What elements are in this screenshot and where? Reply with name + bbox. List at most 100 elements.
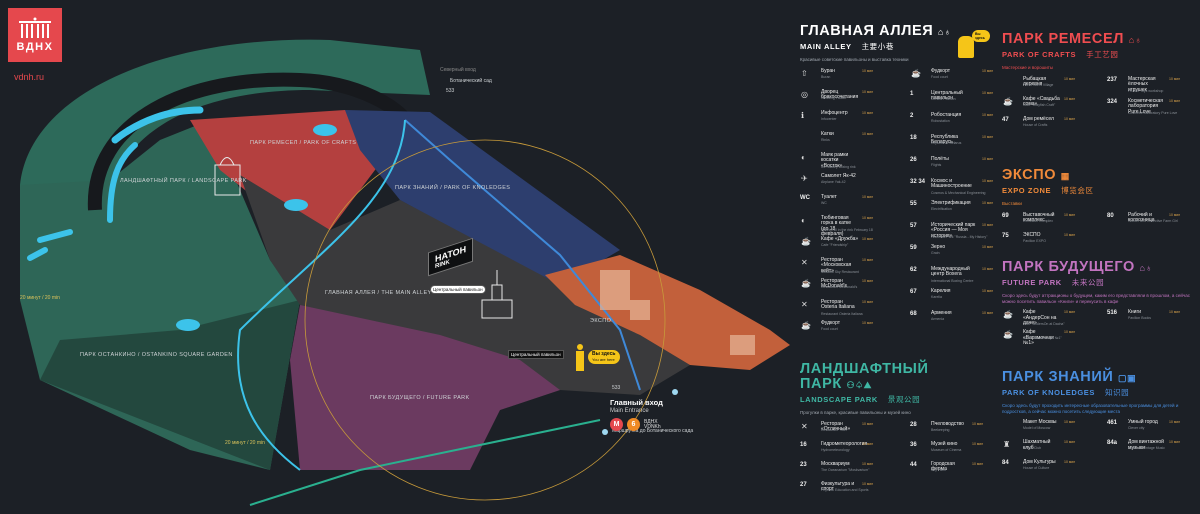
legend-item[interactable]: ◐Тюбинговая горка в катке (до 18 февраля… [800, 215, 895, 237]
site-link[interactable]: vdnh.ru [14, 72, 45, 82]
rocket-icon: ⇧ [801, 68, 808, 78]
walk-time: 10 мин [862, 215, 874, 220]
expo-title-text: ЭКСПО [1002, 167, 1057, 183]
item-number: 68 [910, 310, 917, 317]
main-entrance[interactable]: Главный вход Main Entrance M 6 ВДНХ VDNK… [610, 398, 663, 431]
knowledge-zone [345, 110, 620, 285]
walk-time: 10 мин [862, 299, 874, 304]
walk-time-label: 20 минут / 20 min [20, 295, 60, 301]
crafts-zh: 手工艺园 [1086, 50, 1119, 59]
item-number: 47 [1002, 116, 1009, 123]
bus-stop-label: 533 [612, 385, 621, 391]
walk-radius-circle [304, 139, 666, 501]
item-name-en: Cosmos & Mechanical Engineering [931, 190, 986, 195]
item-name: Кафе «Варзмочная №1» [1023, 329, 1054, 346]
item-number: 69 [1002, 212, 1009, 219]
teal-route [249, 419, 601, 506]
walk-time: 10 мин [972, 441, 984, 446]
map-callout[interactable]: Центральный павильон [430, 285, 486, 294]
item-name: Фудкорт [931, 67, 951, 74]
item-name-en: Airplane Yak-42 [821, 179, 846, 184]
future-icons: ⌂♁ [1139, 263, 1153, 273]
logo-text: ВДНХ [16, 41, 54, 53]
legend-item[interactable]: ◐Маяк рамки косатки «Восток»Ice hockey b… [800, 152, 895, 174]
item-name: Кафе «Дружба» [821, 235, 859, 242]
walk-time: 10 мин [1169, 440, 1181, 444]
you-are-here-legend-badge: Вы здесь [972, 30, 990, 42]
walk-time: 10 мин [1169, 98, 1181, 103]
park-map[interactable]: ВДНХ vdnh.ru ЛАНДШАФТНЫЙ ПАРК / LANDSCAP… [0, 0, 790, 514]
item-name-en: House of Vintage Music [1128, 446, 1165, 450]
fountain-pond [284, 199, 308, 211]
expo-zone-label: ЭКСПО [590, 318, 612, 324]
legend-item[interactable]: ☕Кафе «Свадьба сома»Cafe "Crayfish Craft… [1002, 96, 1092, 117]
legend-item[interactable]: ☕Кафе «Варзмочная №1»Cafe "Varenichnaya … [1002, 329, 1092, 350]
legend-item[interactable]: ☕Кафе «АндерСон на даче»Cafe "AndersOn a… [1002, 309, 1092, 330]
landscape-zone-outer [20, 39, 430, 300]
item-name: Ресторан Osteria Italiana [821, 298, 855, 310]
vdnh-logo[interactable]: ВДНХ [8, 8, 62, 62]
pavilion-icon: ⌂ [937, 27, 944, 37]
item-name-en: House of Crafts [1023, 122, 1048, 127]
future-title: ПАРК БУДУЩЕГО ⌂♁ [1002, 260, 1192, 276]
legend-item[interactable]: ✕Ресторан «Отличный»Restaurant "Otel"10 … [800, 421, 895, 442]
walk-time: 10 мин [982, 200, 994, 205]
central-pavilion-label[interactable]: Центральный павильон [508, 350, 564, 359]
item-number: 55 [910, 200, 917, 207]
item-name-en: Food court [931, 74, 948, 79]
item-name: Рабочий и колхозница [1128, 211, 1155, 223]
river-2 [107, 142, 138, 223]
restaurant-icon: ✕ [801, 421, 808, 431]
item-name: Дом винтажной музыки [1128, 439, 1164, 451]
crafts-pond [313, 124, 337, 136]
walk-time: 10 мин [1064, 76, 1076, 81]
legend-item[interactable]: ✕Ресторан «Московская кейт»Moscow Sky Re… [800, 257, 895, 279]
item-number: 80 [1107, 212, 1114, 219]
legend-item[interactable]: ☕Кафе «Дружба»Cafe "Friendship"10 мин [800, 235, 895, 258]
item-name-en: Flights [931, 162, 942, 167]
item-name: Мастерская ёлочных игрушек [1128, 75, 1156, 93]
